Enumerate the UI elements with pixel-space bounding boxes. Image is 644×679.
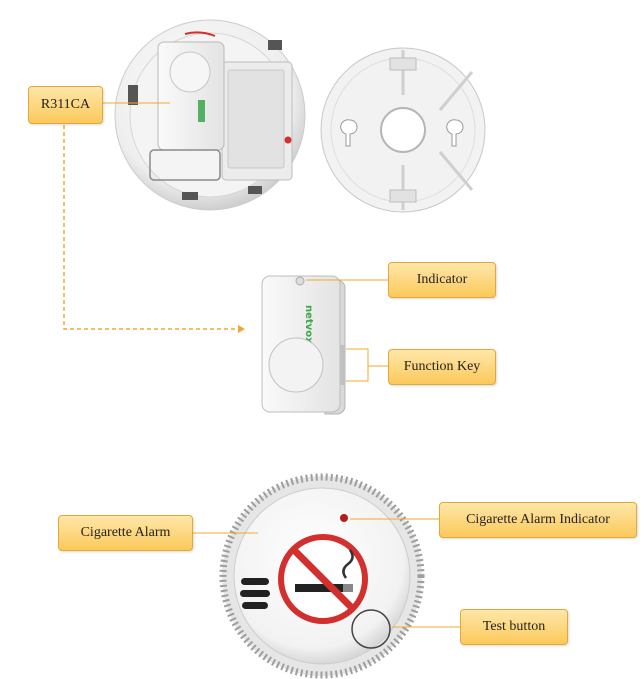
cigarette-alarm-device — [219, 473, 425, 679]
r311ca-device: netvox — [261, 275, 346, 415]
label-cigarette-alarm: Cigarette Alarm — [58, 515, 193, 551]
test-button-ring — [351, 609, 391, 649]
no-smoking-sign — [278, 534, 368, 624]
mounting-base — [320, 47, 486, 213]
opened-detector — [114, 19, 306, 211]
label-indicator: Indicator — [388, 262, 496, 298]
label-cigarette-alarm-indicator: Cigarette Alarm Indicator — [439, 502, 637, 538]
label-function-key: Function Key — [388, 349, 496, 385]
speaker-grille — [240, 578, 270, 609]
label-r311ca: R311CA — [28, 86, 103, 124]
alarm-indicator-led — [340, 514, 348, 522]
label-test-button: Test button — [460, 609, 568, 645]
brand-text: netvox — [303, 305, 314, 344]
leader-lines — [63, 102, 460, 628]
